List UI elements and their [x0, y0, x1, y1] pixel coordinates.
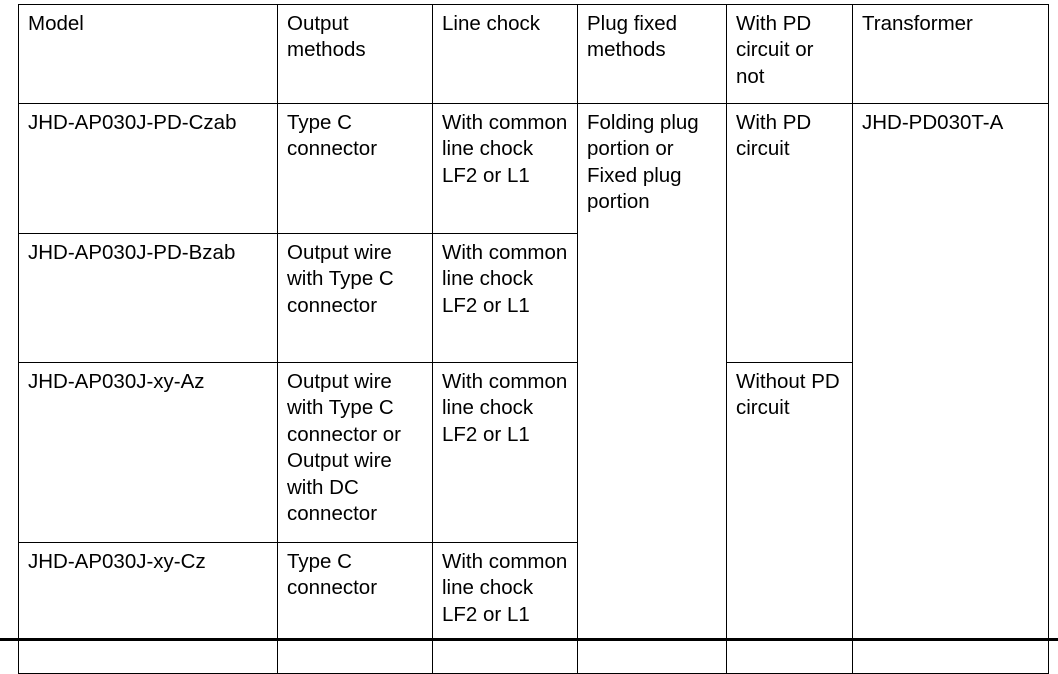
product-specification-table: Model Output methods Line chock Plug fix…	[18, 4, 1049, 674]
table-header-row: Model Output methods Line chock Plug fix…	[18, 4, 1049, 104]
cell-output-methods: Output wire with Type C connector	[277, 233, 433, 363]
column-header-pd-circuit: With PD circuit or not	[726, 4, 853, 104]
cell-pd-circuit-without: Without PD circuit	[726, 362, 853, 674]
table-bottom-rule	[0, 638, 1058, 641]
cell-model: JHD-AP030J-xy-Cz	[18, 542, 278, 674]
column-header-transformer: Transformer	[852, 4, 1049, 104]
table-row: JHD-AP030J-xy-Az Output wire with Type C…	[18, 362, 1049, 674]
cell-output-methods: Output wire with Type C connector or Out…	[277, 362, 433, 543]
cell-pd-circuit-with: With PD circuit	[726, 103, 853, 363]
cell-line-chock: With common line chock LF2 or L1	[432, 103, 578, 234]
cell-line-chock: With common line chock LF2 or L1	[432, 233, 578, 363]
cell-output-methods: Type C connector	[277, 542, 433, 674]
spec-table-container: Model Output methods Line chock Plug fix…	[18, 4, 1049, 674]
table-row: JHD-AP030J-PD-Bzab Output wire with Type…	[18, 233, 1049, 363]
cell-line-chock: With common line chock LF2 or L1	[432, 362, 578, 543]
column-header-model: Model	[18, 4, 278, 104]
cell-model: JHD-AP030J-PD-Czab	[18, 103, 278, 234]
cell-line-chock: With common line chock LF2 or L1	[432, 542, 578, 674]
cell-model: JHD-AP030J-xy-Az	[18, 362, 278, 543]
column-header-line-chock: Line chock	[432, 4, 578, 104]
cell-output-methods: Type C connector	[277, 103, 433, 234]
column-header-plug-fixed-methods: Plug fixed methods	[577, 4, 727, 104]
table-row: JHD-AP030J-PD-Czab Type C connector With…	[18, 103, 1049, 674]
cell-model: JHD-AP030J-PD-Bzab	[18, 233, 278, 363]
column-header-output-methods: Output methods	[277, 4, 433, 104]
cell-plug-fixed-methods: Folding plug portion or Fixed plug porti…	[577, 103, 727, 674]
cell-transformer: JHD-PD030T-A	[852, 103, 1049, 674]
